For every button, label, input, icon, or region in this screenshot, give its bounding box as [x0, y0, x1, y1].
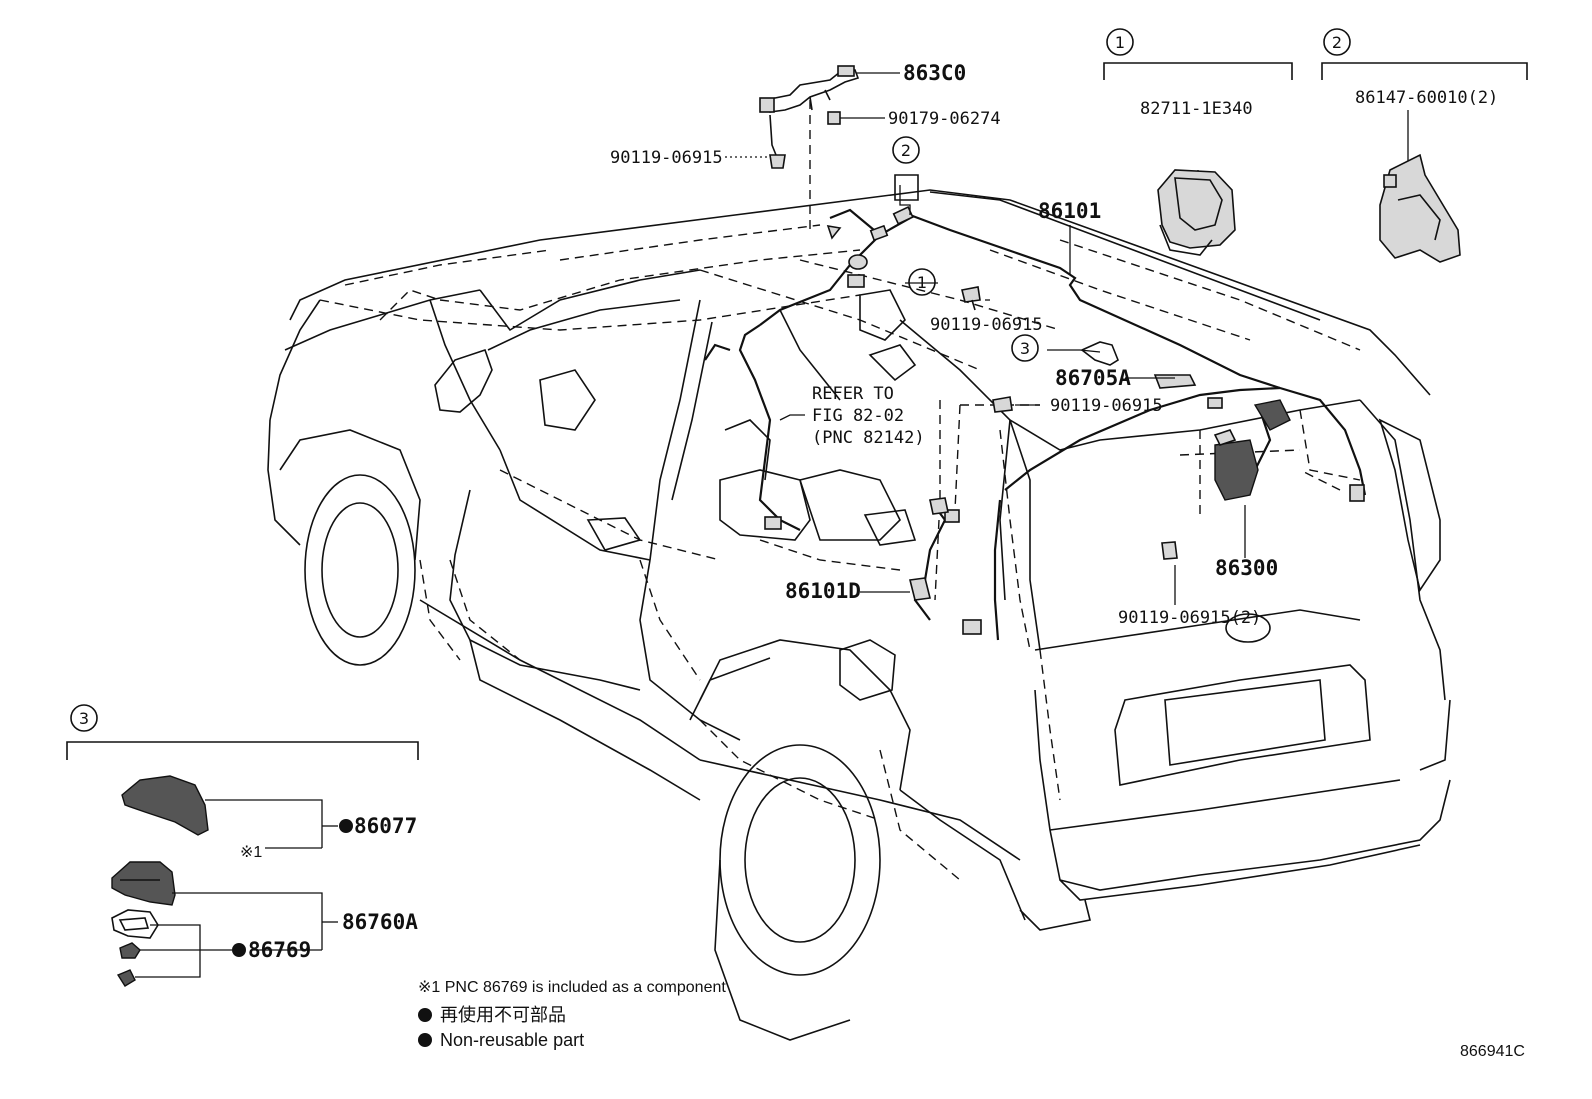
refer-line-1: REFER TO — [812, 384, 894, 404]
vehicle-callouts: 2 1 3 — [892, 136, 1119, 366]
label-82711-1e340: 82711-1E340 — [1140, 99, 1253, 119]
detail-box-1: 1 82711-1E340 — [1103, 28, 1293, 256]
callout-3-box: 3 — [79, 709, 89, 728]
footnote-1: ※1 PNC 86769 is included as a component — [418, 979, 726, 996]
callout-3-vehicle: 3 — [1020, 339, 1030, 358]
legend-text-jp: 再使用不可部品 — [440, 1005, 566, 1025]
nut-shape — [119, 942, 141, 959]
label-90119-06915-roof: 90119-06915 — [930, 315, 1043, 335]
refer-line-3: (PNC 82142) — [812, 428, 925, 448]
label-86101: 86101 — [1038, 199, 1101, 223]
antenna-base-shape — [111, 861, 176, 906]
note-mark-1: ※1 — [240, 844, 262, 861]
figure-id: 866941C — [1460, 1043, 1525, 1060]
legend-text-en: Non-reusable part — [440, 1030, 584, 1050]
vehicle-body-outline — [267, 189, 1451, 1041]
detail-box-3: 3 86077 ※1 86760A 86769 — [66, 704, 419, 987]
callout-2-vehicle: 2 — [901, 141, 911, 160]
label-86147-60010: 86147-60010(2) — [1355, 88, 1498, 108]
callout-1-box: 1 — [1115, 33, 1125, 52]
vehicle-hidden-lines — [319, 100, 1361, 881]
detail-box-2: 2 86147-60010(2) — [1321, 28, 1528, 263]
clips — [826, 224, 1178, 560]
legend: ※1 PNC 86769 is included as a component … — [418, 979, 1525, 1060]
label-86760a: 86760A — [342, 910, 418, 934]
legend-dot-jp — [418, 1008, 432, 1022]
label-863c0: 863C0 — [903, 61, 966, 85]
label-86769: 86769 — [248, 938, 311, 962]
label-90119-06915-top: 90119-06915 — [610, 148, 723, 168]
callout-1-vehicle: 1 — [917, 273, 927, 292]
gasket-shape — [111, 909, 159, 939]
label-86077: 86077 — [354, 814, 417, 838]
label-86300: 86300 — [1215, 556, 1278, 580]
leader-lines — [725, 72, 1409, 605]
label-90119-06915-x2: 90119-06915(2) — [1118, 608, 1261, 628]
non-reusable-dot-86769 — [232, 943, 246, 957]
label-90119-06915-mid: 90119-06915 — [1050, 396, 1163, 416]
bolt-shape — [116, 969, 136, 987]
part-labels: 863C0 90179-06274 90119-06915 86101 9011… — [610, 61, 1278, 628]
antenna-cover-shape — [121, 775, 209, 836]
label-86705a: 86705A — [1055, 366, 1131, 390]
non-reusable-dot-86077 — [339, 819, 353, 833]
label-86101d: 86101D — [785, 579, 861, 603]
wiring-harness-86101 — [704, 208, 1367, 641]
refer-line-2: FIG 82-02 — [812, 406, 904, 426]
callout-2-box: 2 — [1332, 33, 1342, 52]
part-863c0-bracket — [759, 65, 860, 169]
connectors — [764, 206, 1365, 635]
legend-dot-en — [418, 1033, 432, 1047]
label-90179-06274: 90179-06274 — [888, 109, 1001, 129]
